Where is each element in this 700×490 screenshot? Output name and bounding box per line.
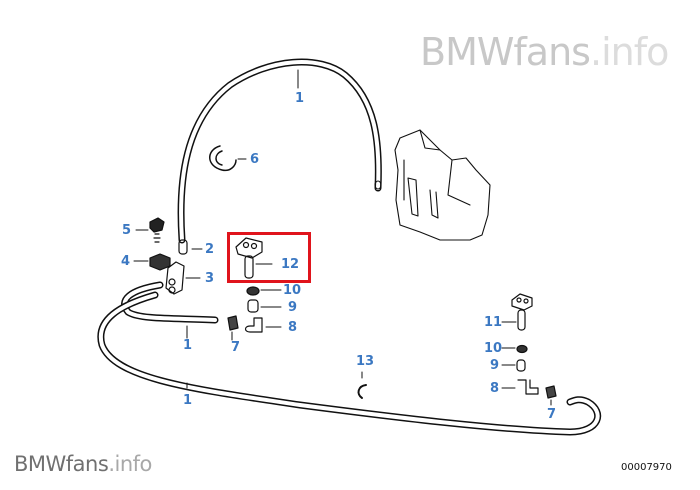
- diagram-code: 00007970: [621, 462, 672, 473]
- sleeve-part-9-left: [247, 299, 282, 313]
- hose-lower: [97, 281, 602, 436]
- callout-2[interactable]: 2: [205, 242, 215, 257]
- callout-8-left[interactable]: 8: [288, 320, 298, 335]
- callout-13[interactable]: 13: [356, 354, 375, 369]
- callout-6[interactable]: 6: [250, 152, 260, 167]
- bracket-part-4: [133, 253, 171, 271]
- watermark-bottom-brand: BMWfans: [14, 452, 109, 476]
- watermark-bottom-suffix: .info: [108, 452, 152, 476]
- sleeve-part-9-right: [501, 359, 526, 372]
- callout-9-right[interactable]: 9: [490, 358, 500, 373]
- elbow-part-8-right: [501, 379, 539, 395]
- callout-4[interactable]: 4: [121, 254, 131, 269]
- watermark-bottom: BMWfans.info: [14, 452, 152, 476]
- elbow-part-8-left: [244, 317, 282, 333]
- clip-part-7-left: [227, 315, 239, 341]
- callout-12[interactable]: 12: [281, 257, 300, 272]
- callout-8-right[interactable]: 8: [490, 381, 500, 396]
- washer-reservoir: [374, 129, 491, 241]
- highlight-box-part-12: [227, 232, 311, 283]
- callout-11[interactable]: 11: [484, 315, 503, 330]
- clip-part-7-right: [545, 385, 557, 406]
- callout-1-lower[interactable]: 1: [183, 393, 193, 408]
- callout-1-upper[interactable]: 1: [295, 91, 305, 106]
- nut-part-10-left: [246, 286, 282, 296]
- screw-part-5: [135, 217, 165, 243]
- watermark-top: BMWfans.info: [420, 30, 669, 74]
- nozzle-part-11: [501, 293, 533, 331]
- watermark-top-suffix: .info: [589, 30, 669, 74]
- hose-upper: [177, 58, 382, 244]
- watermark-top-brand: BMWfans: [420, 30, 591, 74]
- callout-10-right[interactable]: 10: [484, 341, 503, 356]
- nut-part-10-right: [501, 344, 528, 354]
- t-piece-part-3: [165, 261, 201, 295]
- callout-3[interactable]: 3: [205, 271, 215, 286]
- connector-part-2: [178, 239, 203, 255]
- callout-9-left[interactable]: 9: [288, 300, 298, 315]
- callout-1-middle[interactable]: 1: [183, 338, 193, 353]
- callout-7-left[interactable]: 7: [231, 340, 241, 355]
- nozzle-part-12: [235, 237, 273, 279]
- callout-10-left[interactable]: 10: [283, 283, 302, 298]
- callout-7-right[interactable]: 7: [547, 407, 557, 422]
- clip-part-13: [357, 371, 367, 399]
- callout-5[interactable]: 5: [122, 223, 132, 238]
- clamp-part-6: [209, 145, 247, 172]
